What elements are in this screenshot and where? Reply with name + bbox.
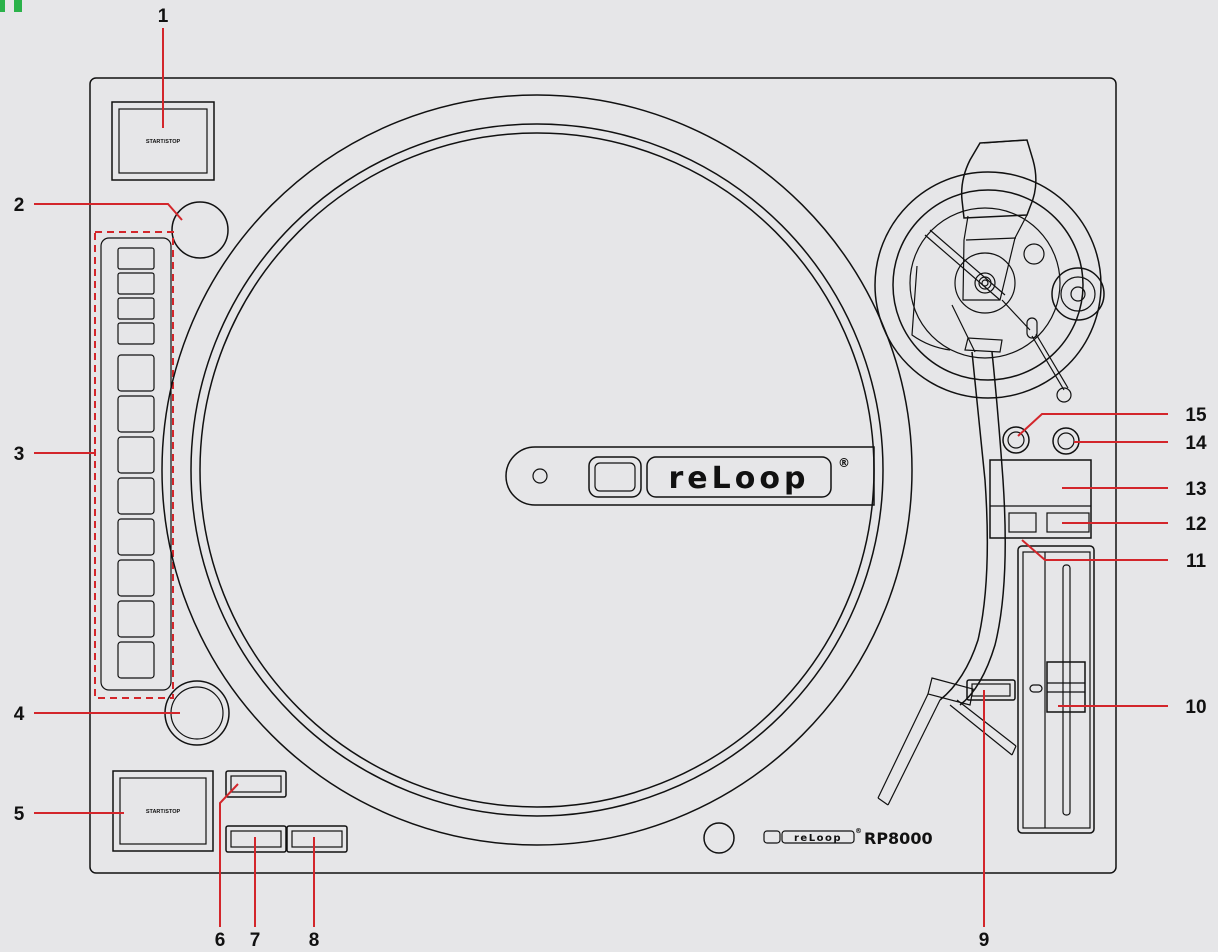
performance-pad[interactable] <box>117 436 155 474</box>
corner-mark-2 <box>14 0 22 12</box>
start-stop-label-bottom: START/STOP <box>146 809 181 815</box>
callout-5: 5 <box>14 804 25 825</box>
performance-pad[interactable] <box>117 477 155 515</box>
button-11[interactable] <box>1008 512 1037 533</box>
callout-11: 11 <box>1186 551 1207 572</box>
pitch-fader[interactable] <box>1017 545 1095 834</box>
callout-9: 9 <box>979 930 990 951</box>
bottom-knob[interactable] <box>703 822 735 854</box>
button-15[interactable] <box>1002 426 1030 454</box>
bottom-brand-logo-text: reLoop <box>794 833 842 844</box>
turntable-chassis <box>89 77 1117 874</box>
callout-numbers: 1 2 3 4 5 6 7 8 9 10 11 12 13 14 15 <box>14 6 1207 951</box>
callout-4: 4 <box>14 704 25 725</box>
callout-lines <box>34 28 1168 927</box>
callout-10: 10 <box>1185 697 1206 718</box>
callout-3: 3 <box>14 444 25 465</box>
button-8[interactable] <box>286 825 348 853</box>
button-6[interactable] <box>225 770 287 798</box>
registered-mark: ® <box>838 456 850 470</box>
knob-2[interactable] <box>171 201 229 259</box>
center-label-plate: reLoop ® <box>505 446 875 506</box>
callout-7: 7 <box>250 930 261 951</box>
bottom-brand: reLoop ® RP8000 <box>763 827 933 848</box>
bottom-registered-mark: ® <box>855 827 862 835</box>
corner-mark <box>0 0 5 12</box>
display-13 <box>989 459 1092 539</box>
performance-pad[interactable] <box>117 600 155 638</box>
mode-pad[interactable] <box>117 297 155 320</box>
brand-logo-text: reLoop <box>669 461 810 496</box>
mode-pad[interactable] <box>117 322 155 345</box>
mode-pad[interactable] <box>117 247 155 270</box>
callout-13: 13 <box>1185 479 1206 500</box>
performance-pad[interactable] <box>117 518 155 556</box>
performance-pad[interactable] <box>117 354 155 392</box>
callout-1: 1 <box>158 6 169 27</box>
performance-pad[interactable] <box>117 559 155 597</box>
platter[interactable] <box>161 94 913 846</box>
performance-pad[interactable] <box>117 395 155 433</box>
button-9[interactable] <box>966 679 1016 701</box>
start-stop-button-bottom[interactable]: START/STOP <box>112 770 214 852</box>
pad-group-highlight <box>94 231 174 699</box>
callout-14: 14 <box>1185 433 1207 454</box>
mode-pad[interactable] <box>117 272 155 295</box>
tonearm[interactable] <box>877 139 1037 806</box>
spindle <box>532 468 548 484</box>
callout-6: 6 <box>215 930 226 951</box>
callout-8: 8 <box>309 930 320 951</box>
performance-pad[interactable] <box>117 641 155 679</box>
brand-logo: reLoop <box>588 456 832 498</box>
start-stop-label-top: START/STOP <box>146 139 181 145</box>
performance-pad-strip <box>94 231 174 699</box>
callout-15: 15 <box>1185 405 1207 426</box>
callout-12: 12 <box>1185 514 1206 535</box>
tonearm-base <box>874 171 1105 403</box>
model-name: RP8000 <box>864 829 933 848</box>
headshell[interactable] <box>877 677 1017 806</box>
callout-2: 2 <box>14 195 25 216</box>
